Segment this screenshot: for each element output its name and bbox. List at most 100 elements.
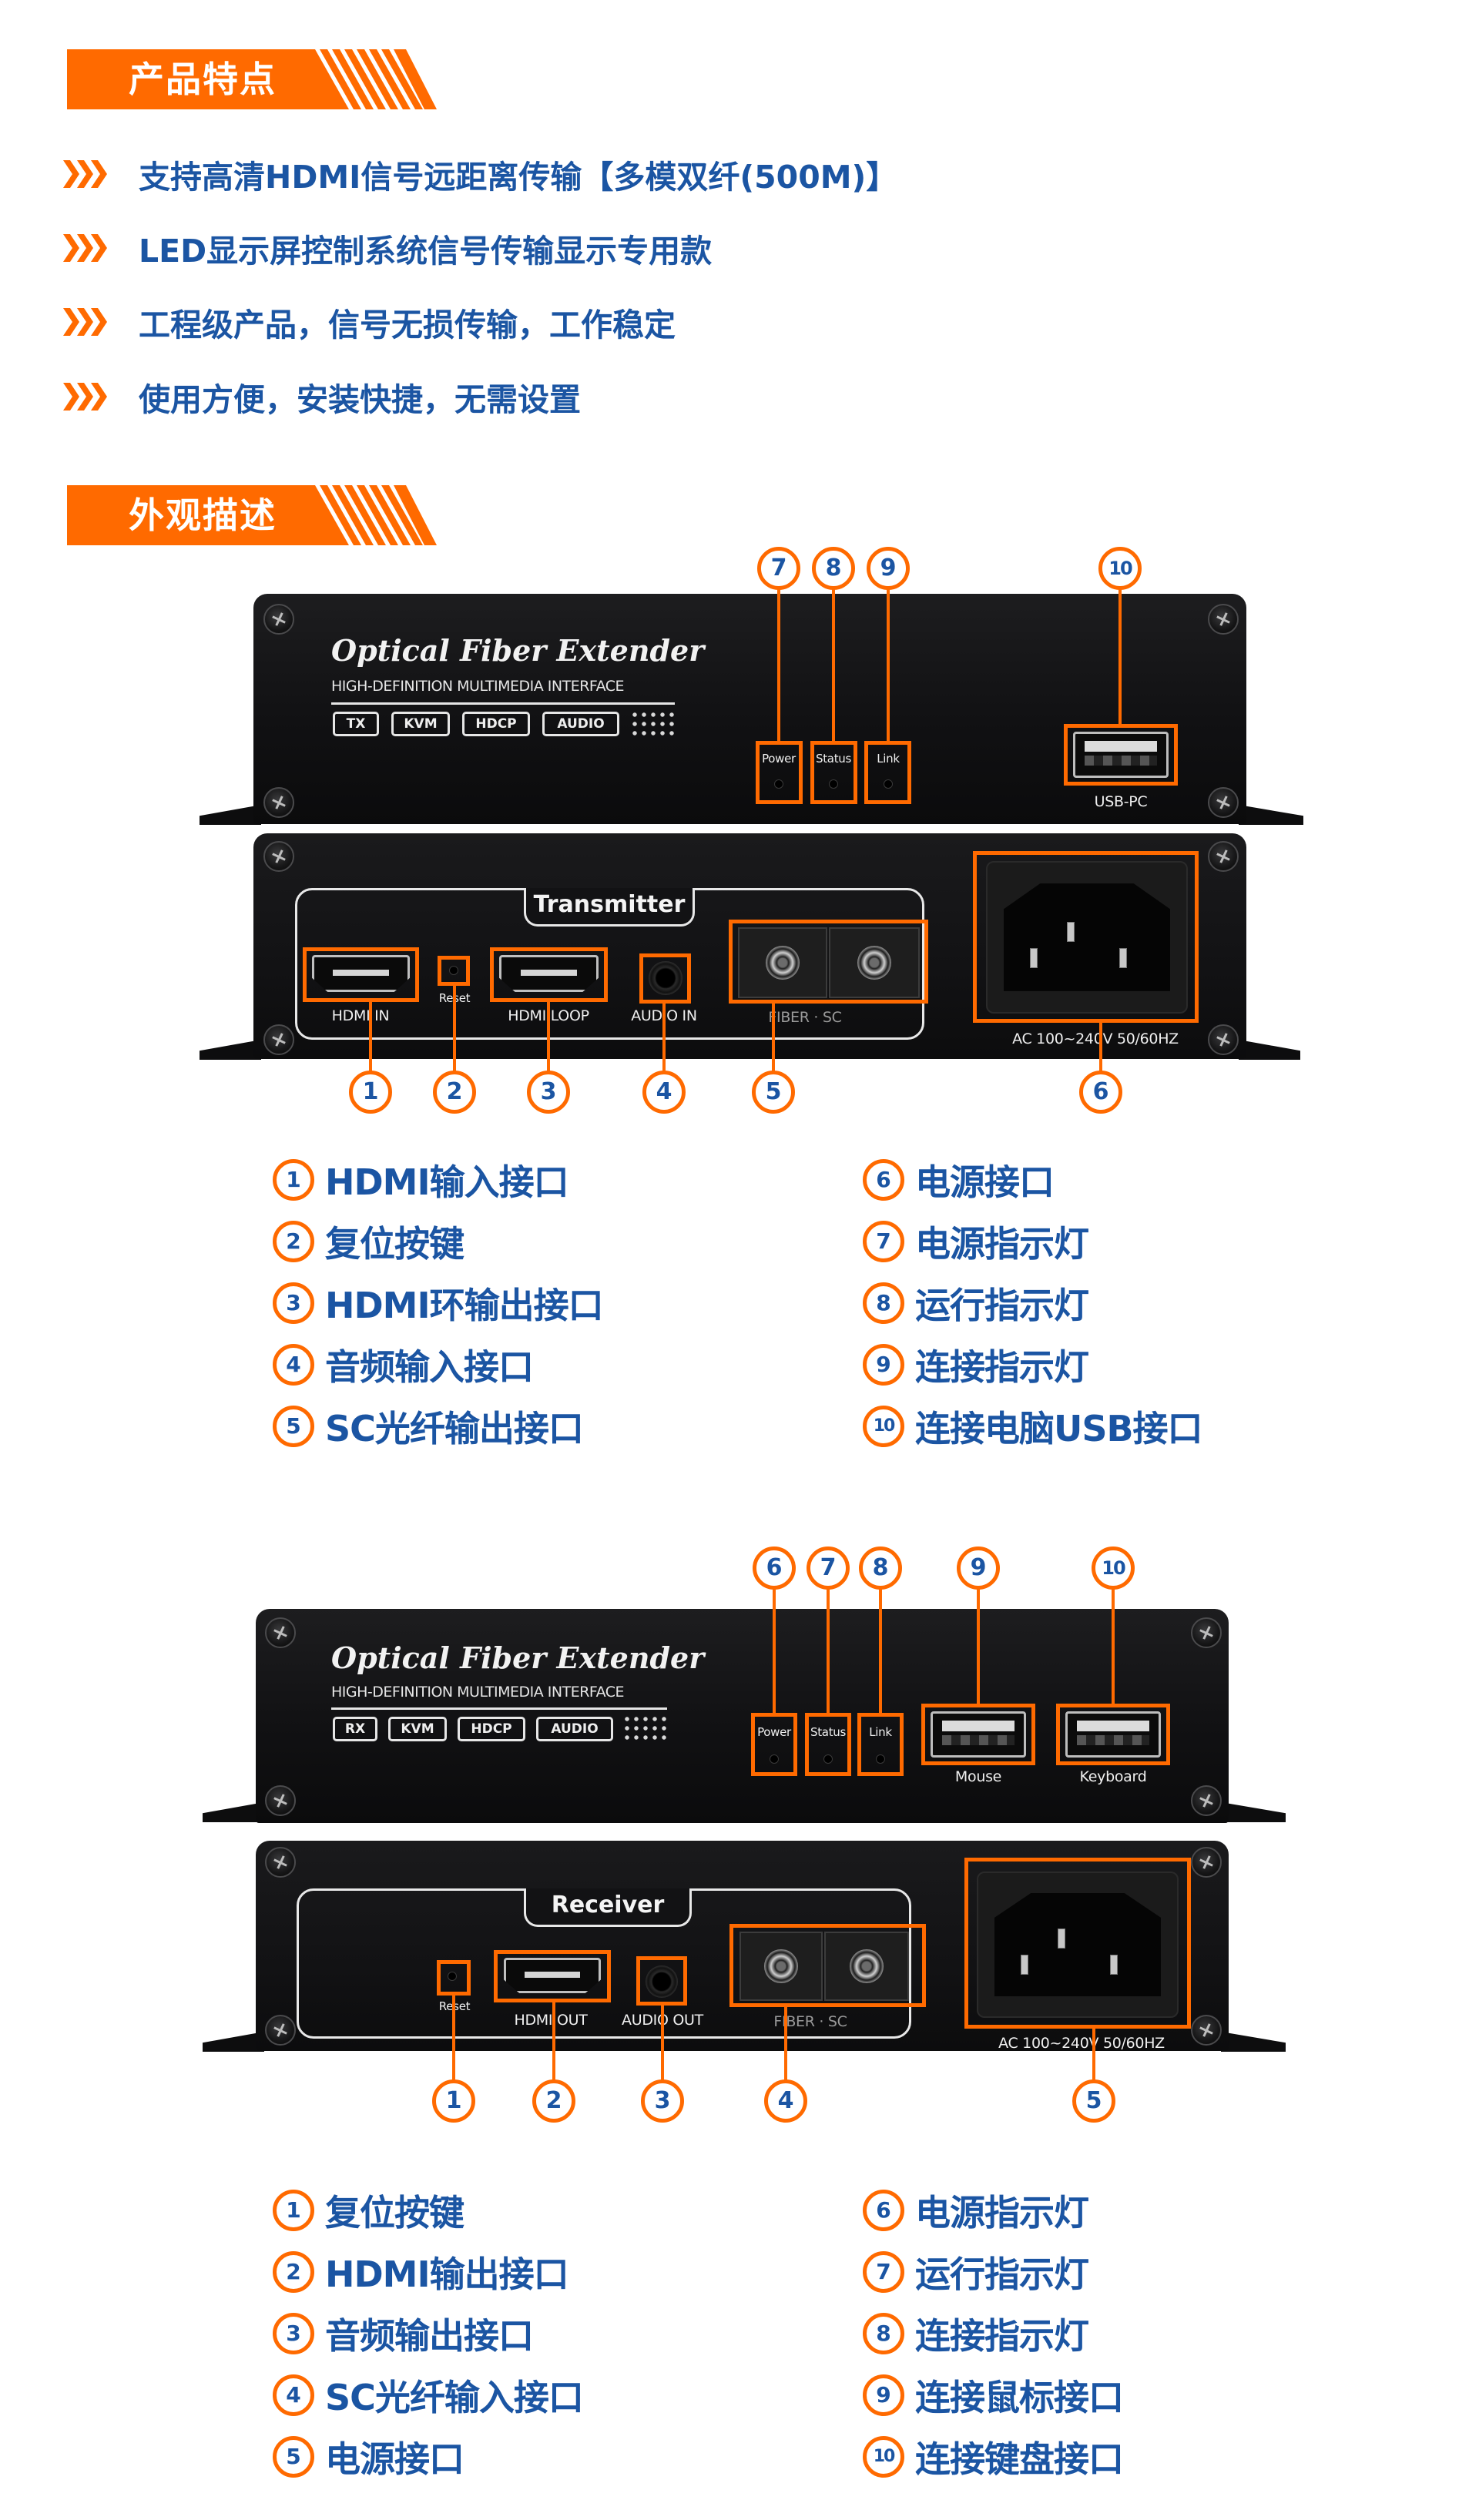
panel-title: Transmitter bbox=[524, 888, 695, 927]
highlight-box bbox=[805, 1713, 851, 1776]
highlight-box bbox=[729, 920, 928, 1004]
legend-number: 10 bbox=[863, 2436, 904, 2478]
device-faceplate bbox=[253, 594, 1246, 824]
usb-label: Mouse bbox=[954, 1768, 1002, 1785]
feature-text: LED显示屏控制系统信号传输显示专用款 bbox=[139, 233, 713, 270]
leader-line bbox=[832, 588, 835, 741]
led-label-status: Status bbox=[810, 1725, 846, 1739]
power-inlet bbox=[977, 1872, 1179, 2018]
legend-text: 音频输入接口 bbox=[325, 1346, 534, 1388]
legend-text: HDMI输入接口 bbox=[325, 1161, 569, 1203]
feature-tag: AUDIO bbox=[536, 1717, 613, 1741]
screw-icon bbox=[1191, 1617, 1222, 1648]
legend-number: 2 bbox=[273, 2251, 314, 2293]
leader-line bbox=[452, 1996, 455, 2080]
section-header-features: 产品特点 bbox=[67, 49, 437, 109]
section-title: 产品特点 bbox=[129, 59, 277, 100]
legend-item: 8 连接指示灯 bbox=[863, 2311, 1089, 2357]
brand-name: Optical Fiber Extender bbox=[331, 633, 705, 668]
audio-in-jack bbox=[649, 961, 682, 995]
highlight-box bbox=[1064, 724, 1178, 786]
divider bbox=[331, 1707, 667, 1710]
callout-number: 9 bbox=[957, 1547, 1000, 1590]
reset-button bbox=[449, 966, 458, 975]
screw-icon bbox=[1208, 1024, 1239, 1055]
feature-tag: RX bbox=[333, 1717, 377, 1741]
leader-line bbox=[1112, 1588, 1115, 1704]
mounting-flange bbox=[203, 2032, 264, 2052]
led-label-power: Power bbox=[757, 1725, 791, 1739]
legend-number: 3 bbox=[273, 1282, 314, 1324]
callout-number: 3 bbox=[527, 1071, 570, 1114]
screw-icon bbox=[1208, 787, 1239, 818]
legend-text: 音频输出接口 bbox=[325, 2315, 534, 2357]
legend-number: 8 bbox=[863, 2313, 904, 2354]
screw-icon bbox=[1208, 841, 1239, 872]
legend-number: 1 bbox=[273, 1159, 314, 1201]
divider bbox=[331, 702, 675, 705]
callout-number: 7 bbox=[807, 1547, 850, 1590]
callout-number: 5 bbox=[752, 1071, 795, 1114]
callout-number: 5 bbox=[1072, 2079, 1115, 2123]
leader-line bbox=[369, 1002, 372, 1071]
brand-subtitle: HIGH-DEFINITION MULTIMEDIA INTERFACE bbox=[331, 1684, 625, 1701]
leader-line bbox=[773, 1588, 776, 1713]
leader-line bbox=[547, 1002, 550, 1071]
reset-button bbox=[448, 1972, 457, 1981]
legend-number: 7 bbox=[863, 2251, 904, 2293]
callout-number: 9 bbox=[867, 547, 910, 590]
sc-fiber-port bbox=[740, 1932, 823, 2001]
feature-tag: HDCP bbox=[458, 1717, 525, 1741]
feature-item: 支持高清HDMI信号远距离传输【多模双纤(500M)】 bbox=[63, 151, 897, 197]
power-inlet bbox=[986, 861, 1188, 1014]
callout-number: 4 bbox=[764, 2079, 807, 2123]
feature-text: 支持高清HDMI信号远距离传输【多模双纤(500M)】 bbox=[139, 159, 898, 196]
brand-subtitle: HIGH-DEFINITION MULTIMEDIA INTERFACE bbox=[331, 678, 625, 695]
legend-number: 1 bbox=[273, 2190, 314, 2231]
highlight-box bbox=[857, 1713, 904, 1776]
leader-line bbox=[453, 986, 456, 1071]
port-label: HDMI IN bbox=[331, 1007, 390, 1024]
legend-text: SC光纤输入接口 bbox=[325, 2377, 584, 2418]
highlight-box bbox=[810, 741, 857, 804]
mounting-flange bbox=[1221, 1802, 1286, 1822]
legend-text: SC光纤输出接口 bbox=[325, 1408, 584, 1449]
status-led bbox=[823, 1754, 833, 1764]
power-rating-label: AC 100~240V 50/60HZ bbox=[998, 2035, 1165, 2052]
callout-number: 6 bbox=[1079, 1071, 1122, 1114]
link-led bbox=[884, 779, 893, 789]
triple-chevron-right-icon bbox=[63, 383, 107, 411]
sc-fiber-port bbox=[738, 927, 827, 998]
feature-tag: AUDIO bbox=[542, 712, 619, 736]
legend-text: 连接指示灯 bbox=[915, 2315, 1089, 2357]
feature-tag: KVM bbox=[388, 1717, 447, 1741]
usb-keyboard-port bbox=[1065, 1711, 1161, 1758]
legend-text: 运行指示灯 bbox=[915, 1285, 1089, 1326]
brand-name: Optical Fiber Extender bbox=[331, 1640, 705, 1675]
screw-icon bbox=[1191, 1785, 1222, 1816]
callout-number: 2 bbox=[532, 2079, 575, 2123]
legend-item: 1 HDMI输入接口 bbox=[273, 1157, 569, 1203]
mounting-flange bbox=[203, 1802, 264, 1822]
highlight-box bbox=[973, 851, 1199, 1023]
screw-icon bbox=[265, 2015, 296, 2046]
feature-tag: KVM bbox=[391, 712, 450, 736]
led-label-power: Power bbox=[762, 752, 796, 766]
leader-line bbox=[879, 1588, 882, 1713]
triple-chevron-right-icon bbox=[63, 234, 107, 262]
led-label-link: Link bbox=[869, 1725, 892, 1739]
status-led bbox=[829, 779, 838, 789]
feature-item: 使用方便，安装快捷，无需设置 bbox=[63, 374, 581, 420]
screw-icon bbox=[265, 1785, 296, 1816]
legend-text: 电源接口 bbox=[915, 1161, 1055, 1203]
usb-mouse-port bbox=[931, 1711, 1026, 1758]
feature-tag: HDCP bbox=[462, 712, 530, 736]
leader-line bbox=[1092, 2029, 1095, 2080]
